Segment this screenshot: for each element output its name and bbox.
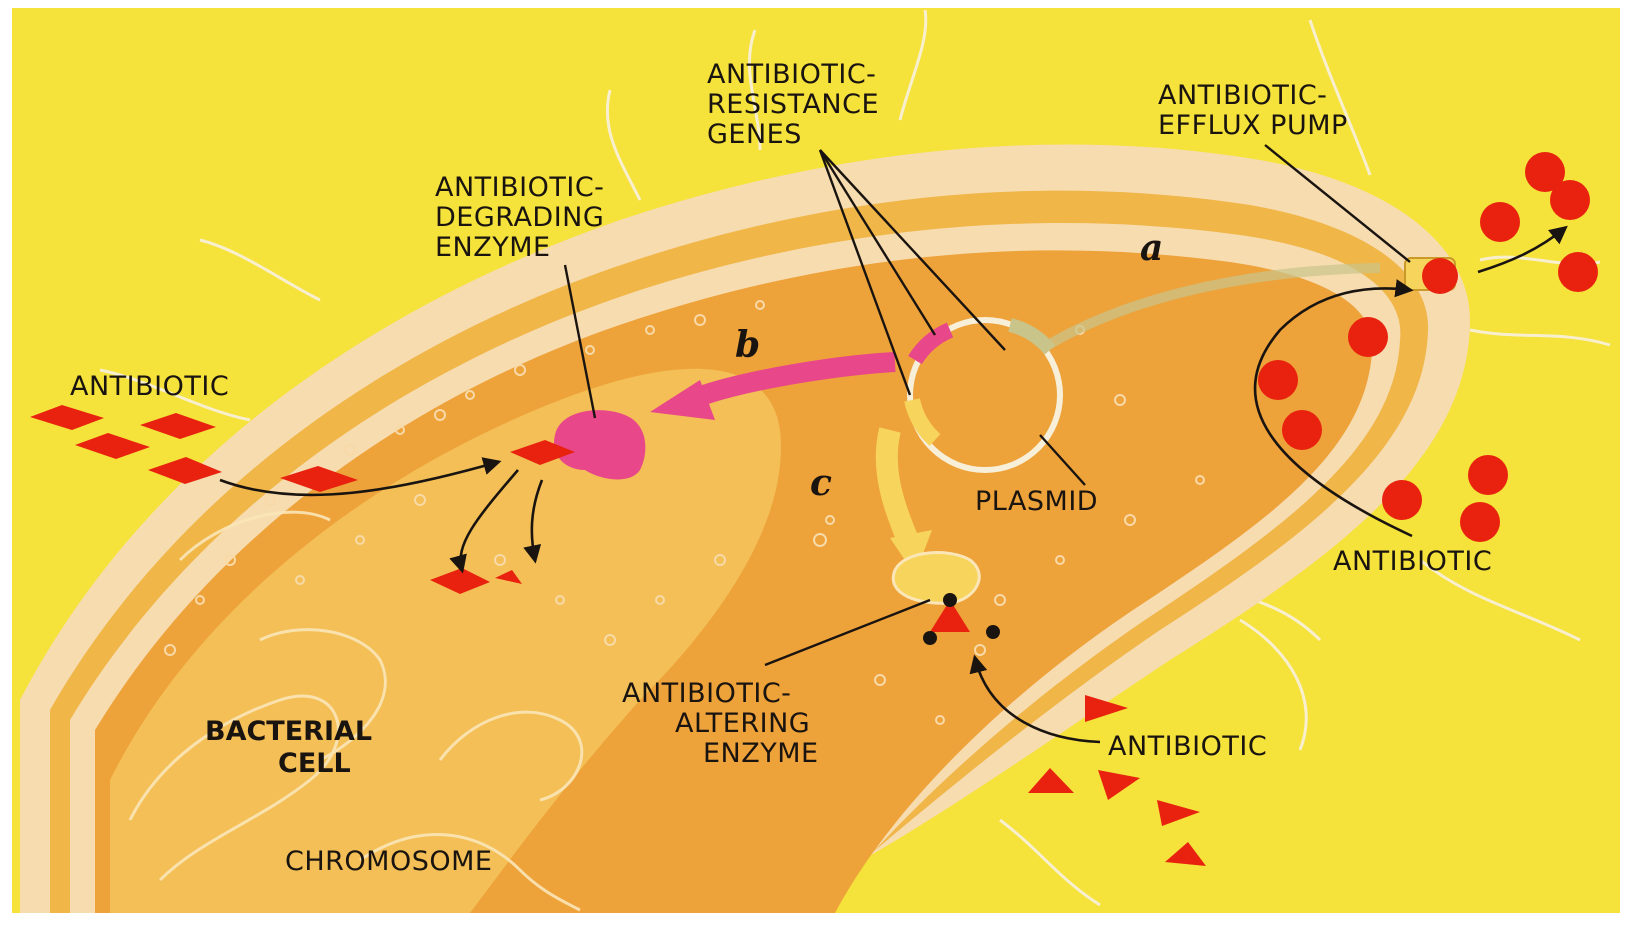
degrading-enzyme-line3: ENZYME — [435, 232, 551, 263]
resistance-genes-line3: GENES — [707, 119, 802, 150]
label-antibiotic-right: ANTIBIOTIC — [1333, 546, 1492, 577]
label-antibiotic-bottom: ANTIBIOTIC — [1108, 731, 1267, 762]
label-efflux-pump: ANTIBIOTIC- EFFLUX PUMP — [1158, 80, 1348, 141]
label-pathway-c: c — [810, 462, 832, 504]
altering-enzyme-line3: ENZYME — [703, 738, 819, 769]
label-chromosome: CHROMOSOME — [285, 846, 492, 877]
altering-enzyme-line2: ALTERING — [675, 708, 810, 739]
label-plasmid: PLASMID — [975, 486, 1098, 517]
resistance-genes-line1: ANTIBIOTIC- — [707, 59, 876, 90]
label-antibiotic-left: ANTIBIOTIC — [70, 371, 229, 402]
resistance-genes-line2: RESISTANCE — [707, 89, 879, 120]
label-pathway-a: a — [1140, 227, 1163, 269]
altering-enzyme-line1: ANTIBIOTIC- — [622, 678, 791, 709]
degrading-enzyme-line1: ANTIBIOTIC- — [435, 172, 604, 203]
label-pathway-b: b — [735, 324, 760, 366]
bacterial-cell-line1: BACTERIAL — [205, 716, 372, 747]
bacterial-cell-line2: CELL — [278, 748, 351, 779]
efflux-pump-line2: EFFLUX PUMP — [1158, 110, 1348, 141]
degrading-enzyme-line2: DEGRADING — [435, 202, 604, 233]
efflux-pump-line1: ANTIBIOTIC- — [1158, 80, 1327, 111]
altering-enzyme — [893, 553, 979, 604]
